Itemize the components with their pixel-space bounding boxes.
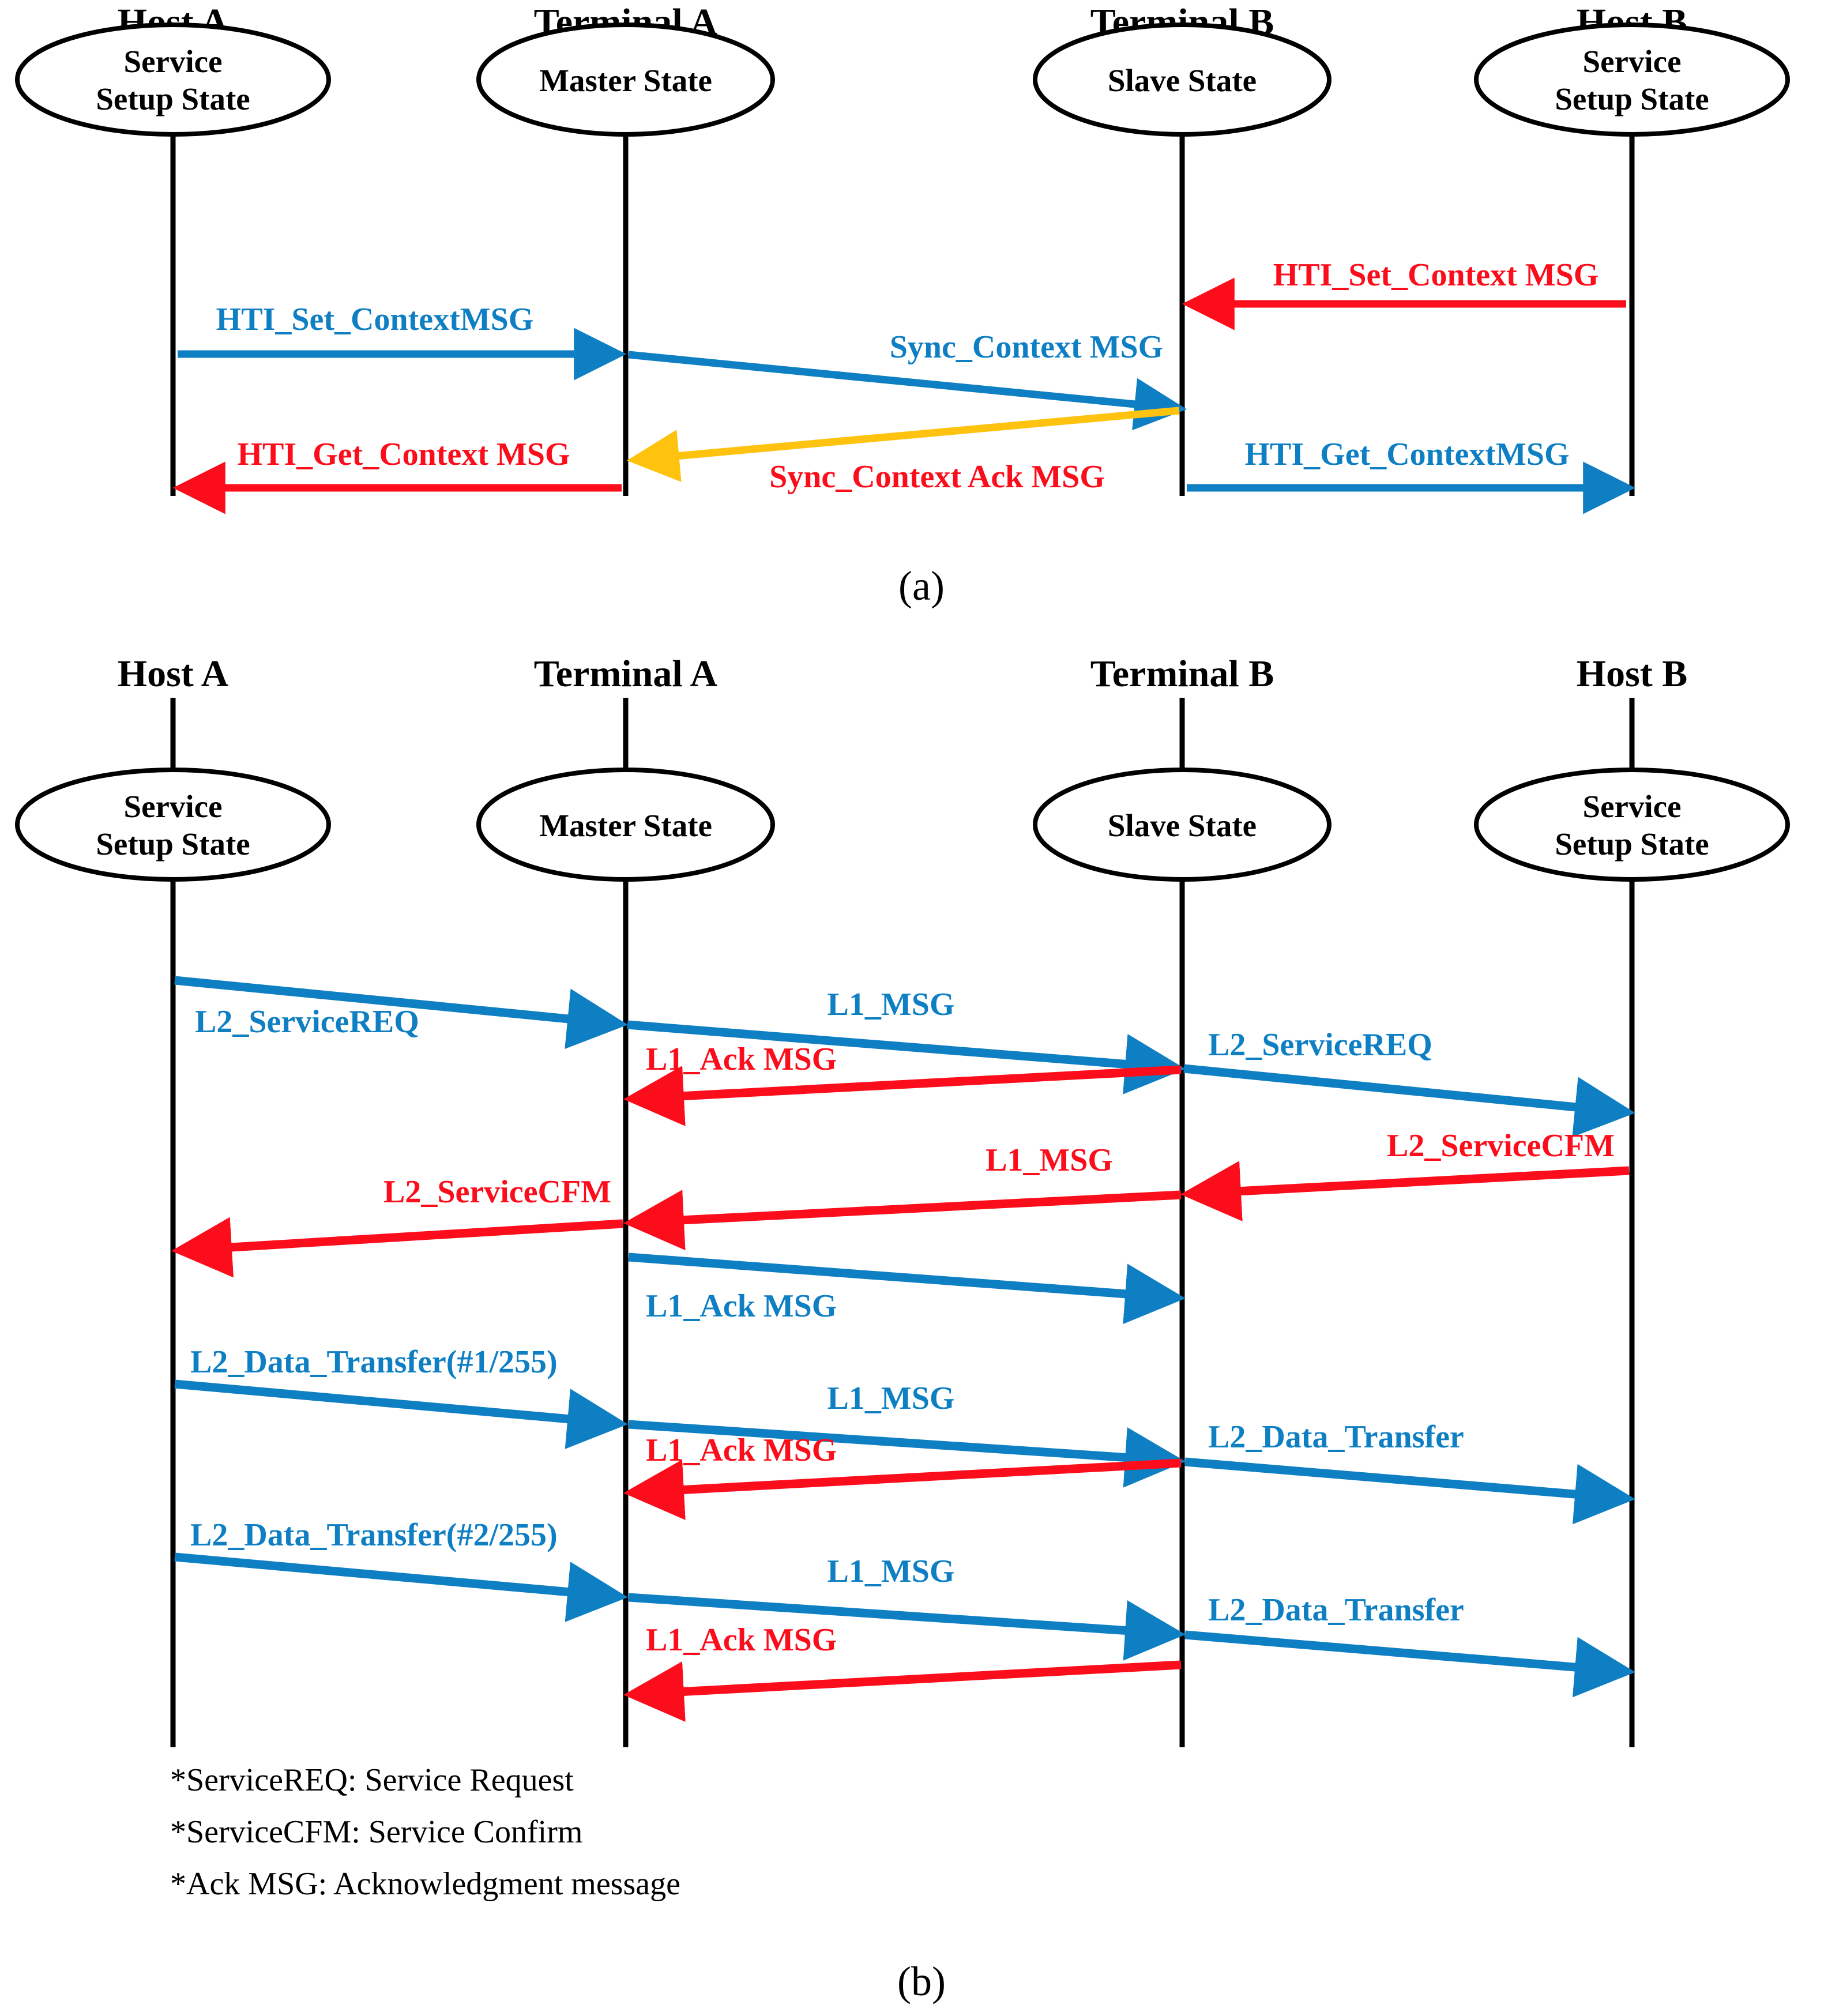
- panel-a-state-label-host-a-line1: Service: [123, 44, 222, 79]
- panel-b-state-label-host-b-line1: Service: [1582, 789, 1681, 824]
- panel-a-state-label-host-b-line2: Setup State: [1555, 81, 1709, 116]
- panel-b-arrow-l1-msg-2: [623, 1190, 1182, 1251]
- panel-b-actor-title-terminal-b: Terminal B: [1090, 653, 1274, 695]
- panel-b-msg-label-l1-msg-4: L1_MSG: [828, 1554, 955, 1589]
- panel-b-state-label-host-a-line2: Setup State: [96, 826, 250, 862]
- panel-a-msg-label-hti-get-context-msg-red: HTI_Get_Context MSG: [237, 437, 570, 472]
- panel-a-arrow-sync-context-msg: [628, 351, 1187, 431]
- panel-b-note-servicecfm: *ServiceCFM: Service Confirm: [170, 1814, 582, 1850]
- panel-a-state-ellipse-host-a: [15, 22, 331, 137]
- panel-b-msg-label-l2-servicereq-2: L2_ServiceREQ: [1208, 1027, 1432, 1063]
- panel-b-arrow-l1-msg-1: [627, 1020, 1186, 1094]
- panel-b-state-label-host-b-line2: Setup State: [1555, 826, 1709, 862]
- panel-b-arrow-l2-servicecfm-1: [1180, 1161, 1630, 1221]
- panel-a-msg-label-hti-get-context-msg-blue: HTI_Get_ContextMSG: [1244, 437, 1569, 472]
- panel-b-arrow-l2-servicecfm-2: [171, 1217, 623, 1278]
- panel-b-arrow-l1-ack-msg-4: [623, 1660, 1182, 1722]
- panel-a-caption: (a): [898, 563, 945, 609]
- panel-b-msg-label-l1-msg-3: L1_MSG: [828, 1381, 955, 1416]
- panel-b-arrow-l1-msg-3: [628, 1420, 1186, 1488]
- panel-b-msg-label-l2-data-transfer-4: L2_Data_Transfer: [1208, 1592, 1464, 1628]
- panel-b-state-ellipse-host-b: [1474, 768, 1790, 882]
- panel-a-msg-label-hti-set-context-msg-red: HTI_Set_Context MSG: [1273, 257, 1599, 293]
- panel-a-state-label-terminal-b: Slave State: [1108, 63, 1257, 98]
- panel-b-state-ellipse-terminal-b: [1033, 768, 1332, 882]
- panel-b-arrow-l1-msg-4: [628, 1593, 1186, 1661]
- panel-a-state-ellipse-terminal-b: [1033, 22, 1332, 137]
- panel-b-arrow-l1-ack-msg-2: [628, 1253, 1186, 1325]
- panel-b: Host A Terminal A Terminal B Host B Serv…: [15, 653, 1790, 2004]
- panel-b-note-ackmsg: *Ack MSG: Acknowledgment message: [170, 1866, 680, 1902]
- panel-a-msg-label-hti-set-context-msg-blue: HTI_Set_ContextMSG: [216, 302, 534, 337]
- panel-b-note-servicereq: *ServiceREQ: Service Request: [170, 1762, 574, 1798]
- panel-a-state-ellipse-host-b: [1474, 22, 1790, 137]
- panel-b-state-ellipse-terminal-a: [476, 768, 775, 882]
- panel-b-msg-label-l1-msg-1: L1_MSG: [828, 987, 955, 1022]
- panel-b-msg-label-l2-data-transfer-2: L2_Data_Transfer: [1208, 1419, 1464, 1455]
- panel-a-msg-label-sync-context-msg: Sync_Context MSG: [890, 329, 1163, 365]
- panel-b-arrow-l2-data-transfer-2: [1184, 1457, 1635, 1525]
- panel-a-state-ellipse-terminal-a: [476, 22, 775, 137]
- panel-b-msg-label-l1-msg-2: L1_MSG: [986, 1142, 1113, 1178]
- panel-b-msg-label-l1-ack-msg-1: L1_Ack MSG: [646, 1041, 837, 1077]
- panel-a-state-label-host-b-line1: Service: [1582, 44, 1681, 79]
- panel-b-msg-label-l2-servicecfm-1: L2_ServiceCFM: [1387, 1128, 1615, 1164]
- panel-b-state-label-terminal-b: Slave State: [1108, 808, 1257, 843]
- panel-b-arrow-l2-data-transfer-3: [174, 1552, 628, 1622]
- panel-b-actor-title-terminal-a: Terminal A: [534, 653, 718, 695]
- panel-a-msg-label-sync-context-ack-msg: Sync_Context Ack MSG: [769, 459, 1105, 495]
- panel-b-msg-label-l2-servicecfm-2: L2_ServiceCFM: [383, 1174, 611, 1210]
- panel-b-state-label-host-a-line1: Service: [123, 789, 222, 824]
- panel-b-arrow-l1-ack-msg-1: [623, 1065, 1182, 1126]
- panel-b-msg-label-l1-ack-msg-2: L1_Ack MSG: [646, 1288, 837, 1324]
- panel-b-arrow-l2-data-transfer-1: [174, 1379, 628, 1449]
- panel-b-arrow-l2-data-transfer-4: [1184, 1630, 1635, 1698]
- panel-a-arrow-sync-context-ack-msg: [626, 407, 1180, 482]
- panel-b-state-ellipse-host-a: [15, 768, 331, 882]
- panel-b-arrow-l1-ack-msg-3: [623, 1458, 1182, 1520]
- panel-b-arrow-l2-servicereq-2: [1183, 1064, 1635, 1138]
- panel-b-msg-label-l1-ack-msg-4: L1_Ack MSG: [646, 1622, 837, 1658]
- panel-b-msg-label-l2-data-transfer-3: L2_Data_Transfer(#2/255): [190, 1517, 558, 1553]
- panel-b-msg-label-l1-ack-msg-3: L1_Ack MSG: [646, 1432, 837, 1468]
- panel-a: Host A Terminal A Terminal B Host B Serv…: [15, 1, 1790, 609]
- panel-b-msg-label-l2-data-transfer-1: L2_Data_Transfer(#1/255): [190, 1344, 558, 1380]
- panel-a-state-label-terminal-a: Master State: [539, 63, 712, 98]
- panel-b-caption: (b): [897, 1958, 946, 2004]
- panel-a-state-label-host-a-line2: Setup State: [96, 81, 250, 116]
- panel-b-msg-label-l2-servicereq-1: L2_ServiceREQ: [195, 1004, 419, 1040]
- panel-b-actor-title-host-a: Host A: [118, 653, 229, 695]
- panel-b-actor-title-host-b: Host B: [1577, 653, 1688, 695]
- panel-b-arrow-l2-servicereq-1: [174, 976, 628, 1050]
- panel-b-state-label-terminal-a: Master State: [539, 808, 712, 843]
